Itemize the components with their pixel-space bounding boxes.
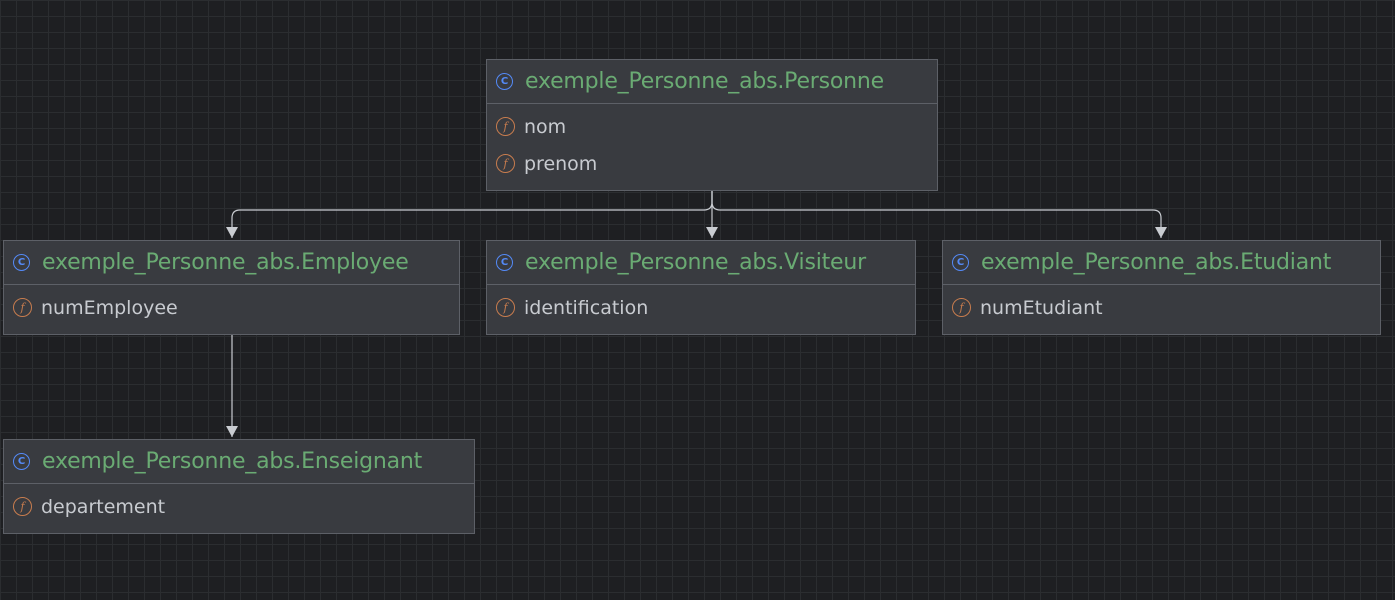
field-icon: f [13,497,32,516]
field-icon: f [13,298,32,317]
field-name: numEmployee [41,296,178,319]
field-name: prenom [524,152,598,175]
class-header: C exemple_Personne_abs.Etudiant [943,241,1380,285]
field-name: numEtudiant [980,296,1103,319]
field-name: identification [524,296,649,319]
field-list: f departement [4,484,474,531]
field-row[interactable]: f departement [4,488,474,525]
field-icon: f [496,154,515,173]
field-row[interactable]: f prenom [487,145,937,182]
field-list: f identification [487,285,915,332]
class-node-enseignant[interactable]: C exemple_Personne_abs.Enseignant f depa… [3,439,475,534]
class-icon: C [496,73,513,90]
field-name: nom [524,115,567,138]
class-name: exemple_Personne_abs.Employee [42,250,409,275]
field-row[interactable]: f nom [487,108,937,145]
class-icon: C [496,254,513,271]
class-header: C exemple_Personne_abs.Visiteur [487,241,915,285]
class-node-etudiant[interactable]: C exemple_Personne_abs.Etudiant f numEtu… [942,240,1381,335]
field-name: departement [41,495,166,518]
field-icon: f [496,117,515,136]
class-header: C exemple_Personne_abs.Employee [4,241,459,285]
class-name: exemple_Personne_abs.Personne [525,69,884,94]
field-list: f numEmployee [4,285,459,332]
field-list: f nom f prenom [487,104,937,188]
class-icon: C [13,453,30,470]
class-header: C exemple_Personne_abs.Personne [487,60,937,104]
field-row[interactable]: f numEtudiant [943,289,1380,326]
field-list: f numEtudiant [943,285,1380,332]
edge-employee-personne [226,190,713,238]
edge-etudiant-personne [711,190,1167,238]
class-node-visiteur[interactable]: C exemple_Personne_abs.Visiteur f identi… [486,240,916,335]
class-icon: C [952,254,969,271]
class-header: C exemple_Personne_abs.Enseignant [4,440,474,484]
field-row[interactable]: f identification [487,289,915,326]
class-name: exemple_Personne_abs.Visiteur [525,250,866,275]
class-node-employee[interactable]: C exemple_Personne_abs.Employee f numEmp… [3,240,460,335]
class-node-personne[interactable]: C exemple_Personne_abs.Personne f nom f … [486,59,938,191]
field-icon: f [496,298,515,317]
field-row[interactable]: f numEmployee [4,289,459,326]
class-name: exemple_Personne_abs.Etudiant [981,250,1332,275]
class-icon: C [13,254,30,271]
field-icon: f [952,298,971,317]
class-name: exemple_Personne_abs.Enseignant [42,449,423,474]
